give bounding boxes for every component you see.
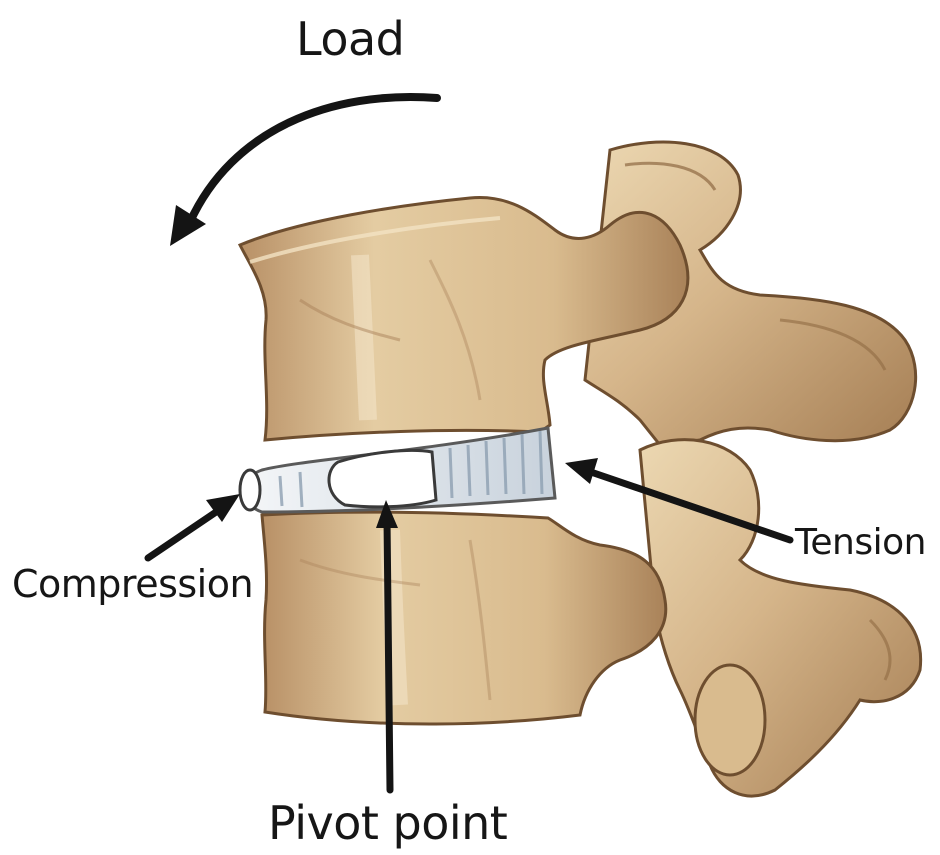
tension-label: Tension: [795, 522, 926, 563]
load-label: Load: [296, 12, 404, 66]
lower-articular-facet: [695, 665, 765, 775]
upper-vertebra: [240, 142, 916, 445]
lower-posterior-elements: [640, 440, 921, 796]
compression-arrow: [148, 508, 222, 558]
pivot-point-arrow: [387, 520, 390, 790]
tension-arrow-head: [565, 458, 598, 484]
compression-label: Compression: [12, 562, 253, 606]
pivot-point-label: Pivot point: [268, 796, 507, 850]
lower-vertebral-body: [262, 512, 666, 724]
intervertebral-disc: [240, 428, 555, 512]
load-arrow-head: [170, 205, 206, 246]
disc-nucleus: [329, 450, 436, 506]
load-arrow: [190, 97, 437, 222]
